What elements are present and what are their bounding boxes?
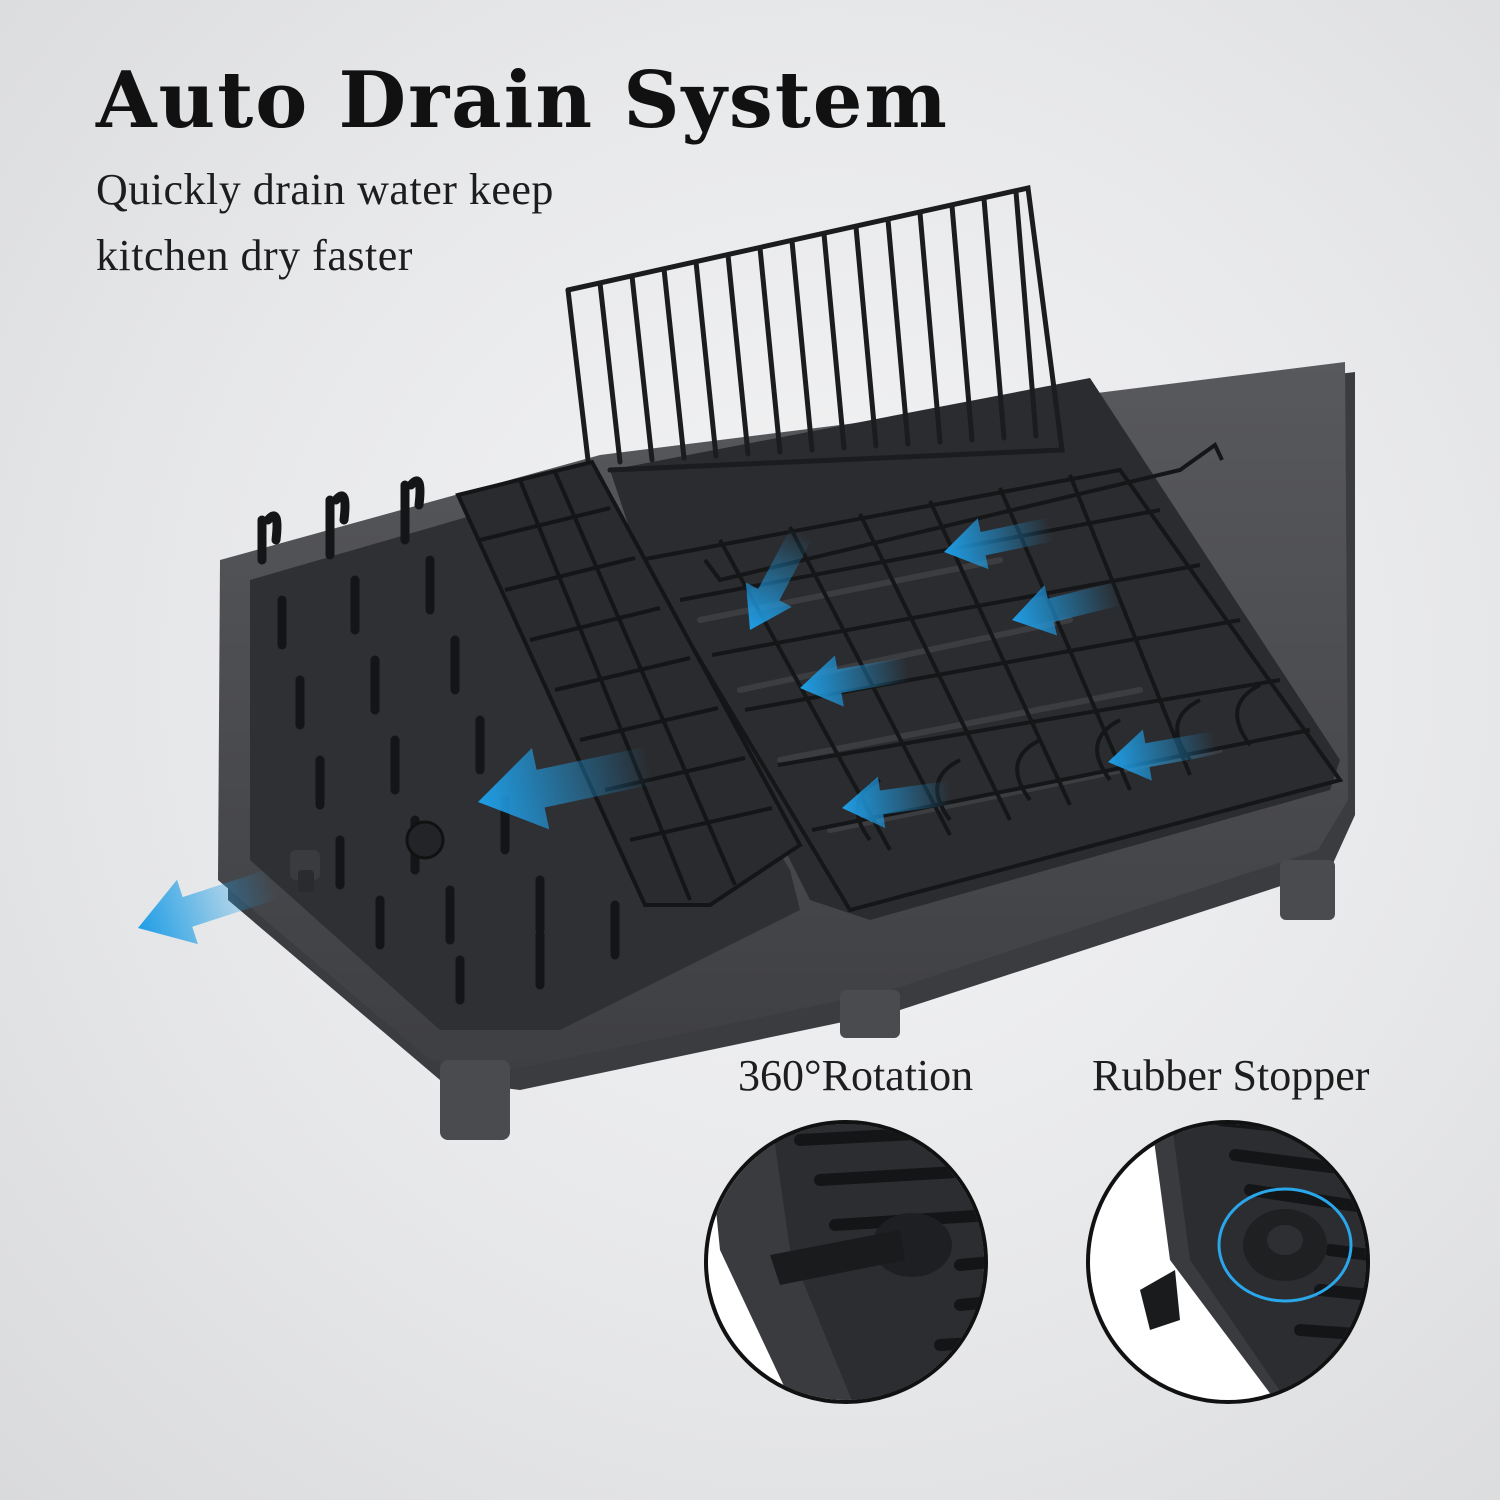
utensil-basket (455, 459, 803, 907)
tray-foot (1280, 860, 1335, 920)
subtitle-line-1: Quickly drain water keep (96, 165, 554, 214)
stopper-icon (1243, 1209, 1327, 1281)
plate-rack (565, 184, 1065, 473)
drain-hole (405, 820, 445, 860)
detail-stopper (1086, 1120, 1370, 1404)
tray-foot (840, 990, 900, 1038)
spout-icon (770, 1213, 952, 1285)
subtitle-line-2: kitchen dry faster (96, 231, 413, 280)
caption-stopper: Rubber Stopper (1092, 1051, 1370, 1100)
highlight-ring (1217, 1187, 1353, 1303)
tray-foot (440, 1060, 510, 1140)
detail-rotation (704, 1120, 988, 1404)
spout-icon (290, 850, 320, 892)
headline: Auto Drain System (96, 55, 949, 146)
caption-rotation: 360°Rotation (738, 1051, 974, 1100)
